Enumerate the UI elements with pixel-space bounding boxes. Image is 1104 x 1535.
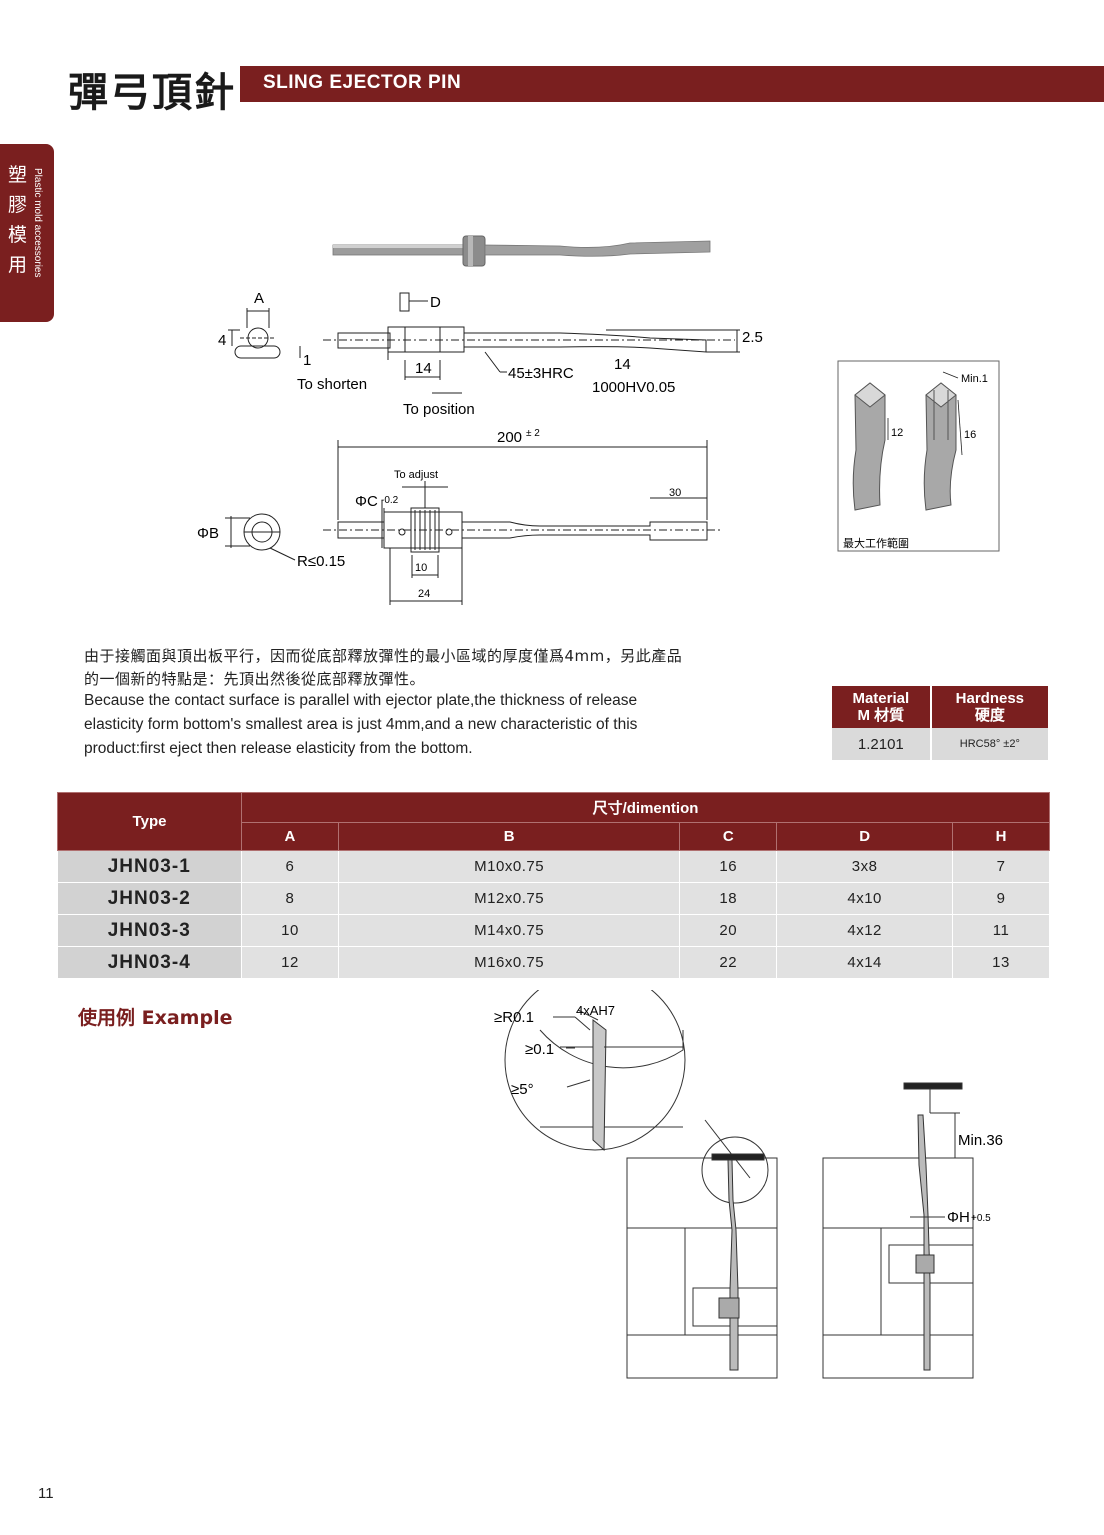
side-tab-cn: 塑膠模用 [8,164,28,276]
col-a-header: A [241,822,339,851]
page-title-cn: 彈弓頂針 [68,70,236,116]
desc-cn-line1: 由于接觸面與頂出板平行，因而從底部釋放彈性的最小區域的厚度僅爲4mm，另此產品 [84,647,683,665]
material-table: Material M 材質 Hardness 硬度 1.2101 HRC58° … [832,686,1048,760]
desc-en-line3: product:first eject then release elastic… [84,740,473,757]
cell-b: M14x0.75 [338,914,681,947]
cell-d: 4x10 [776,882,954,915]
material-header: Material M 材質 [832,686,932,728]
dim-200: 200 [497,429,522,446]
bottom-view [225,481,720,605]
cell-type: JHN03-4 [57,946,242,979]
example-r01: ≥R0.1 [494,1009,534,1026]
example-drawing: ≥R0.1 4xAH7 ≥0.1 ≥5° Min.36 ΦH +0.5 [494,990,1003,1379]
cell-c: 20 [679,914,778,947]
example-phi-h-tol: +0.5 [971,1213,991,1224]
cell-b: M12x0.75 [338,882,681,915]
label-hrc: 45±3HRC [508,365,574,382]
material-header-en: Material [852,690,910,707]
col-d-header: D [776,822,954,851]
dim-2-5: 2.5 [742,329,763,346]
page-title-en: SLING EJECTOR PIN [263,72,462,93]
material-value: 1.2101 [832,728,932,760]
desc-en-line2: elasticity form bottom's smallest area i… [84,716,638,733]
side-tab [0,144,54,322]
label-to-shorten: To shorten [297,376,367,393]
dim-10: 10 [415,562,427,574]
cell-c: 16 [679,850,778,883]
cell-type: JHN03-2 [57,882,242,915]
label-hv: 1000HV0.05 [592,379,675,396]
dim-r: R≤0.15 [297,553,345,570]
col-b-header: B [337,822,681,851]
example-min36: Min.36 [958,1132,1003,1149]
table-row: JHN03-2 8 M12x0.75 18 4x10 9 [57,882,1050,915]
side-view [323,326,740,394]
cell-d: 4x12 [776,914,954,947]
inset-12: 12 [891,427,903,439]
label-to-adjust: To adjust [394,469,438,481]
pin-photo [332,235,711,267]
dim-phi-c-tol: -0.2 [381,495,399,506]
example-5deg: ≥5° [511,1081,534,1098]
example-01: ≥0.1 [525,1041,554,1058]
cell-h: 7 [952,850,1050,883]
inset-box [837,360,1000,552]
col-h-header: H [952,822,1050,851]
cell-h: 11 [952,914,1050,947]
table-row: JHN03-4 12 M16x0.75 22 4x14 13 [57,946,1050,979]
side-tab-en: Plastic mold accessories [32,168,43,278]
dimension-table: Type 尺寸/dimention A B C D H JHN03-1 6 M1… [57,792,1050,979]
dim-1: 1 [303,352,311,369]
desc-en-line1: Because the contact surface is parallel … [84,692,638,709]
hardness-header: Hardness 硬度 [930,686,1048,728]
cell-d: 4x14 [776,946,954,979]
cell-type: JHN03-1 [57,850,242,883]
length-dimension [337,440,708,520]
cell-b: M10x0.75 [338,850,681,883]
dim-phi-b: ΦB [197,525,219,542]
header-bar [240,66,1104,102]
hardness-value: HRC58° ±2° [930,728,1048,760]
example-label: 使用例 Example [78,1007,233,1029]
table-row: JHN03-3 10 M14x0.75 20 4x12 11 [57,914,1050,947]
dim-24: 24 [418,588,430,600]
hardness-header-en: Hardness [955,690,1025,707]
desc-cn-line2: 的一個新的特點是：先頂出然後從底部釋放彈性。 [84,670,426,688]
dim-200-tol: ± 2 [526,428,540,439]
cell-a: 10 [241,914,339,947]
inset-caption: 最大工作範圍 [843,536,909,550]
cell-c: 18 [679,882,778,915]
col-c-header: C [679,822,778,851]
cell-d: 3x8 [776,850,954,883]
dim-14: 14 [415,360,432,377]
hardness-header-cn: 硬度 [974,707,1005,724]
material-header-cn: M 材質 [857,707,905,724]
cell-c: 22 [679,946,778,979]
technical-drawing: A 4 1 To shorten D 14 To position 45±3HR… [197,235,1000,605]
label-hv-num: 14 [614,356,631,373]
cell-b: M16x0.75 [338,946,681,979]
cell-a: 6 [241,850,339,883]
cell-h: 13 [952,946,1050,979]
cell-a: 12 [241,946,339,979]
type-header: Type [57,792,242,851]
dimension-group-header: 尺寸/dimention [241,792,1050,823]
cell-a: 8 [241,882,339,915]
d-key-shape [399,292,428,312]
dim-a: A [254,290,264,307]
dim-phi-c: ΦC [355,493,378,510]
cell-type: JHN03-3 [57,914,242,947]
inset-min1: Min.1 [961,373,988,385]
inset-16: 16 [964,429,976,441]
end-view-top [228,308,301,359]
cell-h: 9 [952,882,1050,915]
example-phi-h: ΦH [947,1209,970,1226]
label-to-position: To position [403,401,475,418]
page-number: 11 [38,1485,54,1502]
dim-4: 4 [218,332,226,349]
example-ah7: 4xAH7 [576,1003,615,1018]
dim-d: D [430,294,441,311]
dim-30: 30 [669,487,681,499]
table-row: JHN03-1 6 M10x0.75 16 3x8 7 [57,850,1050,883]
